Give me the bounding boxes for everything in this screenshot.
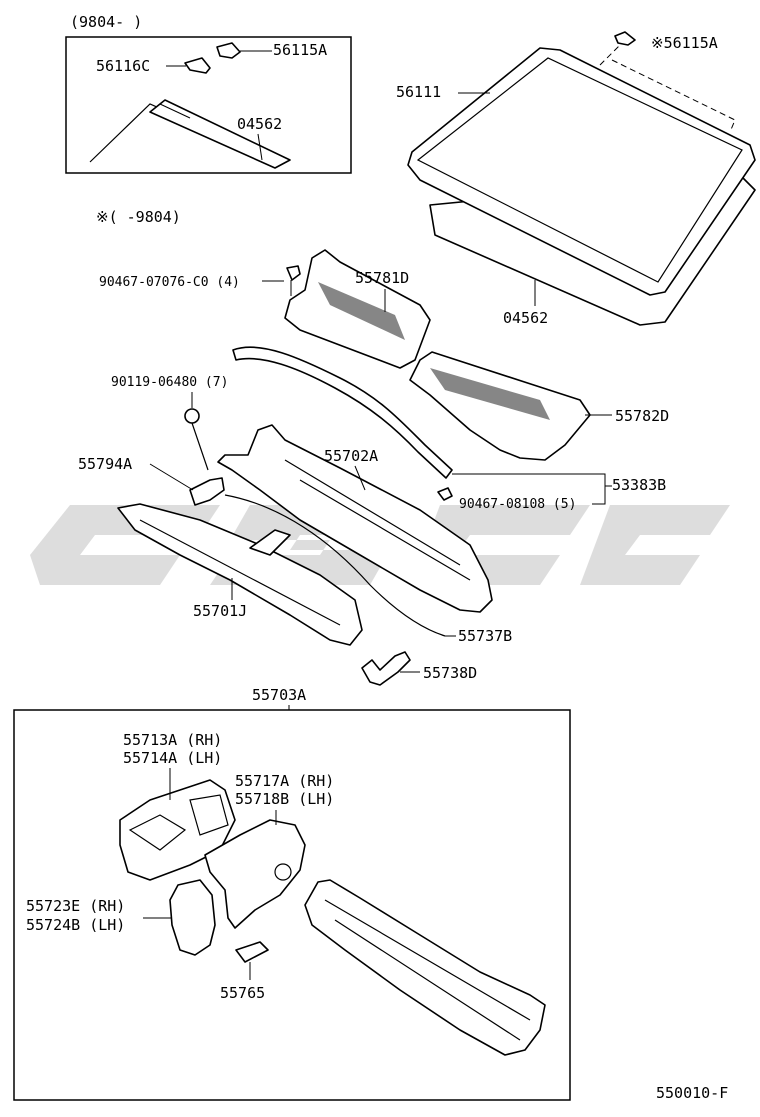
windshield-glass [407,47,756,296]
bracket-55794A [189,477,225,506]
windshield-glass-inner [416,57,743,283]
lower-cowl-55701J [117,503,363,646]
leader-line [149,463,194,491]
note-range-label: ※( -9804) [96,208,181,226]
bolt-group: 90119-06480 (7) [111,375,228,471]
windshield-clip-dash [599,44,736,133]
label-56111: 56111 [396,83,441,101]
louver-vent-slots [430,368,550,420]
label-55703A: 55703A [252,686,306,704]
seal-53383B-group: 53383B 90467-08108 (5) [232,346,666,512]
louver-55782D [409,351,591,461]
lower-cowl-bracket [249,529,291,556]
clip-90467-08108 [437,487,453,501]
cowl-assembly-ribs [324,899,531,1041]
cowl-panel-ribs [284,459,471,581]
label-55765: 55765 [220,984,265,1002]
side-panel-55717A [204,819,306,929]
footer-code: 550010-F [656,1084,728,1102]
assembly-group: 55703A 55713A (RH) 55714A (LH) 55717A (R… [13,686,571,1101]
clip-56116C [184,57,211,74]
inset-frame [65,36,352,174]
clip-56115A [216,42,241,59]
lower-cowl-group: 55701J [117,503,363,646]
label-90119-06480: 90119-06480 (7) [111,375,228,390]
leader-bracket [452,473,606,505]
label-55794A: 55794A [78,455,132,473]
inset-group: (9804- ) 56116C 56115A 04562 [65,13,352,174]
leader-line [159,103,191,119]
cowl-assembly [304,879,546,1056]
leader-line [257,133,263,161]
louver-vent-slots [318,282,405,340]
part-55738D-group: 55738D [361,651,477,686]
label-55781D: 55781D [355,269,409,287]
label-53383B: 53383B [612,476,666,494]
side-panel-holes [128,794,229,851]
label-90467-07076: 90467-07076-C0 (4) [99,275,240,290]
seal-55737B [224,494,446,637]
windshield-group: ※56115A 56111 04562 [396,31,756,327]
bolt-shaft [191,422,209,471]
label-55737B: 55737B [458,627,512,645]
inset-label-04562: 04562 [237,115,282,133]
seal-55738D [361,651,411,686]
label-90467-08108: 90467-08108 (5) [459,497,576,512]
lower-cowl-ribs [139,519,341,626]
label-55717A: 55717A (RH) [235,772,334,790]
cowl-panel-group: 55702A [217,424,493,613]
label-55782D: 55782D [615,407,669,425]
label-55702A: 55702A [324,447,378,465]
label-55738D: 55738D [423,664,477,682]
label-55713A: 55713A (RH) [123,731,222,749]
seal-53383B [232,346,453,479]
label-55714A: 55714A (LH) [123,749,222,767]
label-04562: 04562 [503,309,548,327]
side-panel-hole [274,863,292,881]
label-56115A: ※56115A [651,34,718,52]
bracket-55794A-group: 55794A [78,455,225,506]
assembly-frame [13,709,571,1101]
cowl-panel-55702A [217,424,493,613]
label-55724B: 55724B (LH) [26,916,125,934]
clip-56115A-top [614,31,636,46]
bracket-55765 [235,941,269,963]
seal-55737B-group: 55737B [224,494,512,645]
inset-label-56115A: 56115A [273,41,327,59]
label-55723E: 55723E (RH) [26,897,125,915]
clip-90467-07076 [286,265,301,281]
side-panel-55723E [169,879,216,956]
label-55701J: 55701J [193,602,247,620]
cowl-louver-group: 55781D 55782D 90467-07076-C0 (4) [99,249,669,461]
inset-label-56116C: 56116C [96,57,150,75]
bolt-head [184,408,200,424]
inset-range-label: (9804- ) [70,13,142,31]
label-55718B: 55718B (LH) [235,790,334,808]
inset-molding [149,99,291,169]
leader-line [354,465,366,491]
